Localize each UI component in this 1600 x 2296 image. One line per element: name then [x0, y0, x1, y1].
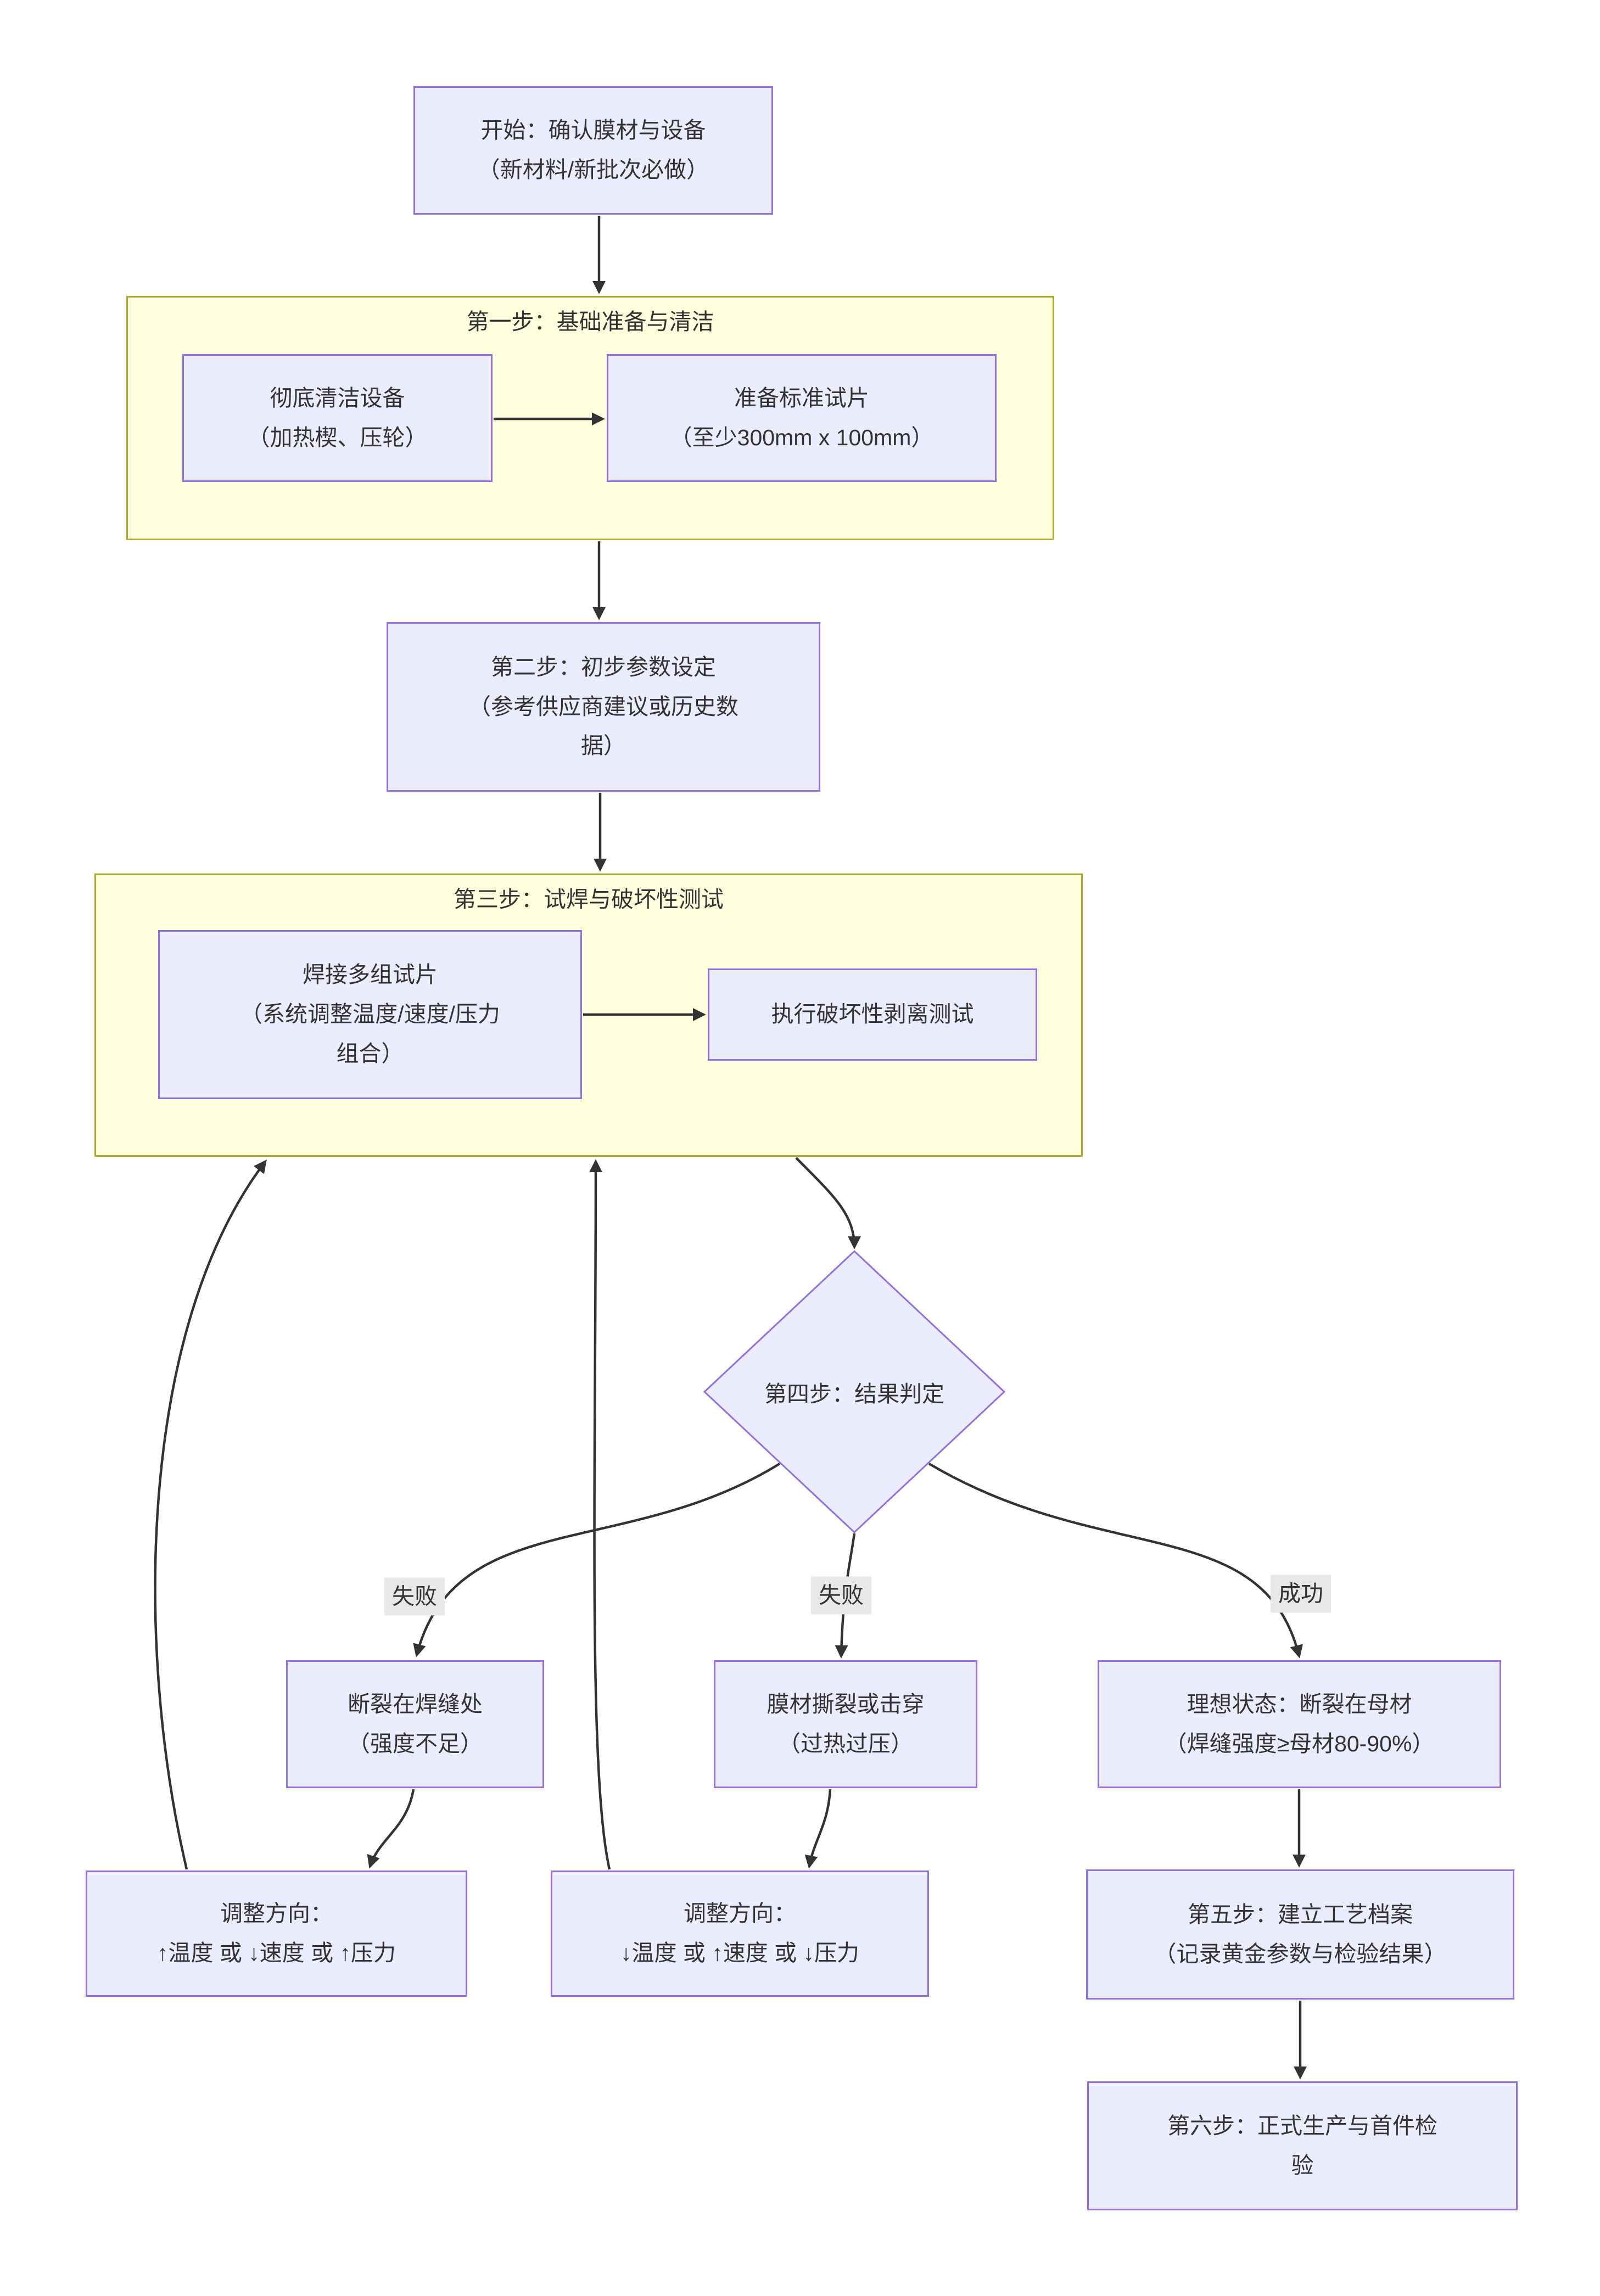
cluster-step1-title: 第一步：基础准备与清洁 — [466, 309, 714, 334]
edge-fail-seam-to-adjust-up — [367, 1789, 415, 1869]
cluster-step3-title: 第三步：试焊与破坏性测试 — [454, 887, 724, 912]
edge-label-success: 成功 — [1271, 1575, 1331, 1613]
node-adjust-decrease: 调整方向： ↓温度 或 ↑速度 或 ↓压力 — [551, 1871, 929, 1997]
node-weld-coupons: 焊接多组试片 （系统调整温度/速度/压力 组合） — [158, 930, 582, 1099]
edge-decision-to-fail-seam — [413, 1463, 781, 1657]
edge-label-fail-mid: 失败 — [811, 1576, 871, 1615]
node-ideal-break: 理想状态：断裂在母材 （焊缝强度≥母材80-90%） — [1098, 1660, 1501, 1788]
node-clean-equipment: 彻底清洁设备 （加热楔、压轮） — [182, 354, 493, 482]
edge-adjust-up-loop-to-step3 — [154, 1160, 267, 1870]
node-step5-archive: 第五步：建立工艺档案 （记录黄金参数与检验结果） — [1086, 1869, 1514, 2000]
node-adjust-increase: 调整方向： ↑温度 或 ↓速度 或 ↑压力 — [86, 1871, 467, 1997]
node-step6-production: 第六步：正式生产与首件检 验 — [1087, 2081, 1518, 2210]
decision-step4-label: 第四步：结果判定 — [764, 1381, 944, 1407]
edge-decision-to-ideal — [928, 1463, 1303, 1659]
edge-adjust-down-loop-to-step3 — [589, 1159, 611, 1870]
node-peel-test: 执行破坏性剥离测试 — [708, 968, 1037, 1061]
node-step2-parameters: 第二步：初步参数设定 （参考供应商建议或历史数 据） — [387, 622, 820, 792]
node-tear-burnthrough: 膜材撕裂或击穿 （过热过压） — [714, 1660, 977, 1788]
edge-fail-tear-to-adjust-down — [804, 1789, 832, 1869]
node-prepare-coupons: 准备标准试片 （至少300mm x 100mm） — [607, 354, 997, 482]
node-break-at-seam: 断裂在焊缝处 （强度不足） — [286, 1660, 544, 1788]
edge-label-fail-left: 失败 — [384, 1577, 445, 1616]
node-start: 开始：确认膜材与设备 （新材料/新批次必做） — [413, 86, 773, 215]
edge-step3-to-decision — [795, 1157, 861, 1250]
